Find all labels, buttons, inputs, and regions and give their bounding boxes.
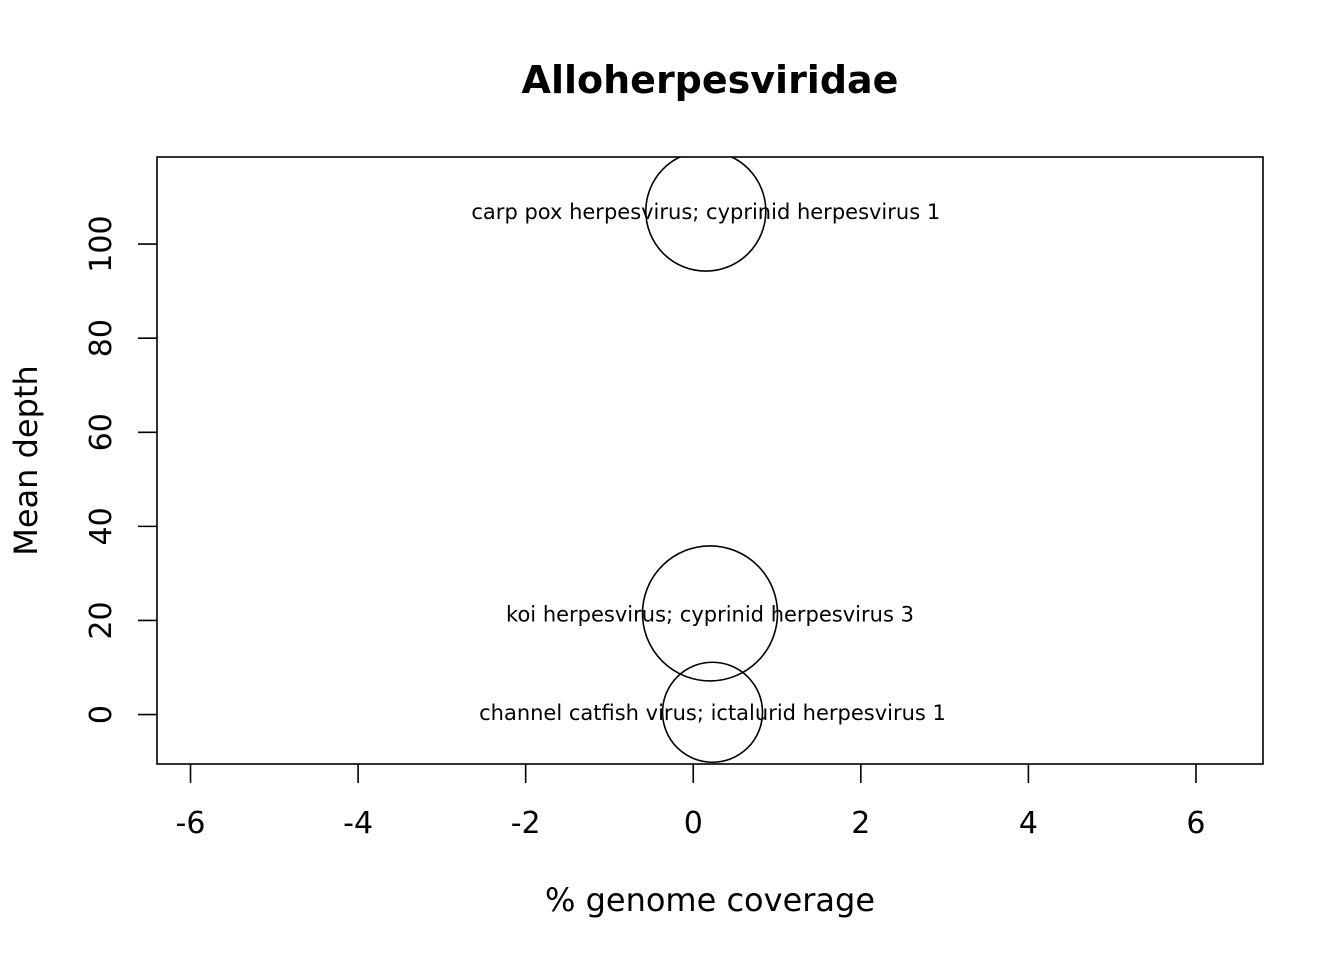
data-point bbox=[645, 157, 767, 272]
x-axis: -6 -4 -2 0 2 4 6 bbox=[176, 764, 1206, 841]
y-axis-label: Mean depth bbox=[7, 365, 45, 556]
point-labels: carp pox herpesvirus; cyprinid herpesvir… bbox=[471, 200, 946, 725]
y-tick-label: 80 bbox=[84, 319, 119, 357]
point-label: channel catfish virus; ictalurid herpesv… bbox=[479, 701, 946, 725]
chart-title: Alloherpesviridae bbox=[522, 58, 899, 102]
y-tick-label: 100 bbox=[84, 215, 119, 272]
data-points bbox=[641, 157, 779, 764]
x-tick-label: -6 bbox=[176, 806, 206, 841]
y-tick-label: 0 bbox=[84, 705, 119, 724]
plot-frame bbox=[156, 156, 1264, 765]
y-tick-label: 60 bbox=[84, 413, 119, 451]
x-tick-label: 6 bbox=[1186, 806, 1205, 841]
x-tick-label: 0 bbox=[684, 806, 703, 841]
x-tick-label: -4 bbox=[343, 806, 373, 841]
data-point bbox=[661, 661, 764, 764]
x-axis-label: % genome coverage bbox=[545, 881, 875, 919]
y-tick-label: 40 bbox=[84, 507, 119, 545]
data-point bbox=[641, 545, 779, 682]
y-tick-label: 20 bbox=[84, 601, 119, 639]
x-tick-label: 2 bbox=[851, 806, 870, 841]
point-label: carp pox herpesvirus; cyprinid herpesvir… bbox=[471, 200, 940, 224]
x-tick-label: 4 bbox=[1019, 806, 1038, 841]
y-axis: 0 20 40 60 80 100 bbox=[84, 215, 157, 724]
x-tick-label: -2 bbox=[511, 806, 541, 841]
point-label: koi herpesvirus; cyprinid herpesvirus 3 bbox=[506, 602, 914, 626]
